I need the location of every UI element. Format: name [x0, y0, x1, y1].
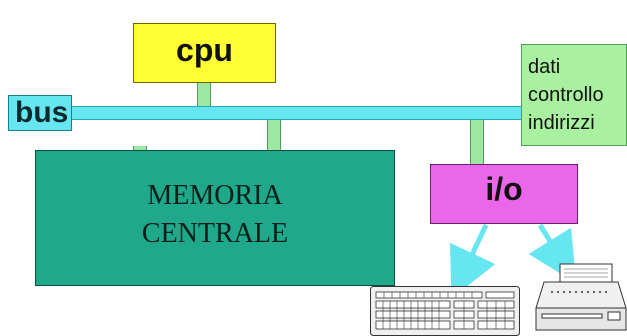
arrow-to-keyboard: [462, 225, 486, 276]
keyboard-icon: [370, 286, 520, 336]
arrow-to-printer: [540, 225, 563, 262]
printer-icon: [534, 262, 627, 336]
